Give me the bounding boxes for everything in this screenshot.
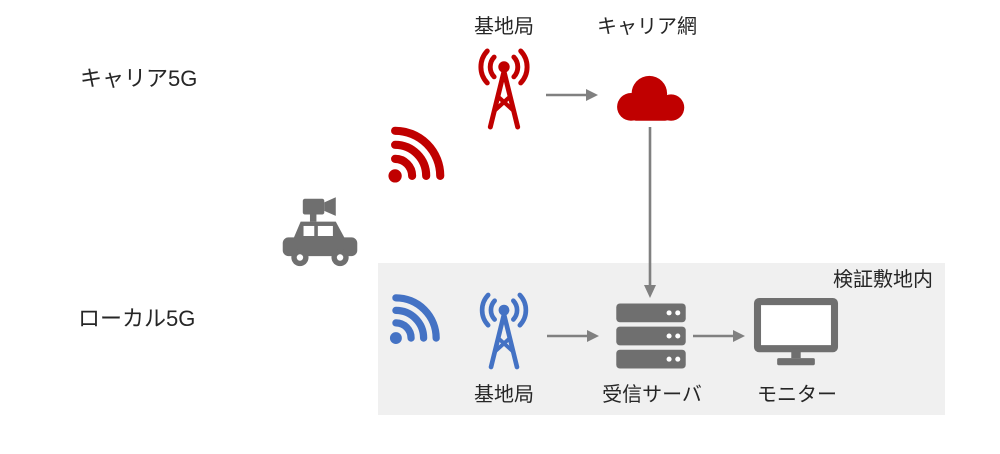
- verification-site-label: 検証敷地内: [833, 269, 933, 291]
- arrow-carrier-base-to-cloud: [545, 87, 599, 103]
- camera-car-icon: [277, 195, 363, 277]
- carrier-5g-label: キャリア5G: [80, 66, 198, 91]
- monitor-label: モニター: [757, 384, 837, 406]
- local-base-station-label: 基地局: [474, 384, 534, 406]
- carrier-signal-icon: [384, 113, 458, 187]
- carrier-network-label: キャリア網: [597, 16, 697, 38]
- carrier-base-station-icon: [466, 46, 542, 132]
- arrow-cloud-to-server: [642, 127, 658, 299]
- arrow-local-base-to-server: [546, 328, 600, 344]
- local-5g-label: ローカル5G: [78, 306, 196, 331]
- local-signal-icon: [386, 282, 452, 348]
- receive-server-label: 受信サーバ: [602, 384, 702, 406]
- carrier-base-station-label: 基地局: [474, 16, 534, 38]
- arrow-server-to-monitor: [692, 328, 746, 344]
- receive-server-icon: [614, 302, 688, 370]
- local-base-station-icon: [468, 288, 540, 374]
- carrier-network-cloud-icon: [607, 70, 693, 124]
- monitor-icon: [752, 296, 840, 370]
